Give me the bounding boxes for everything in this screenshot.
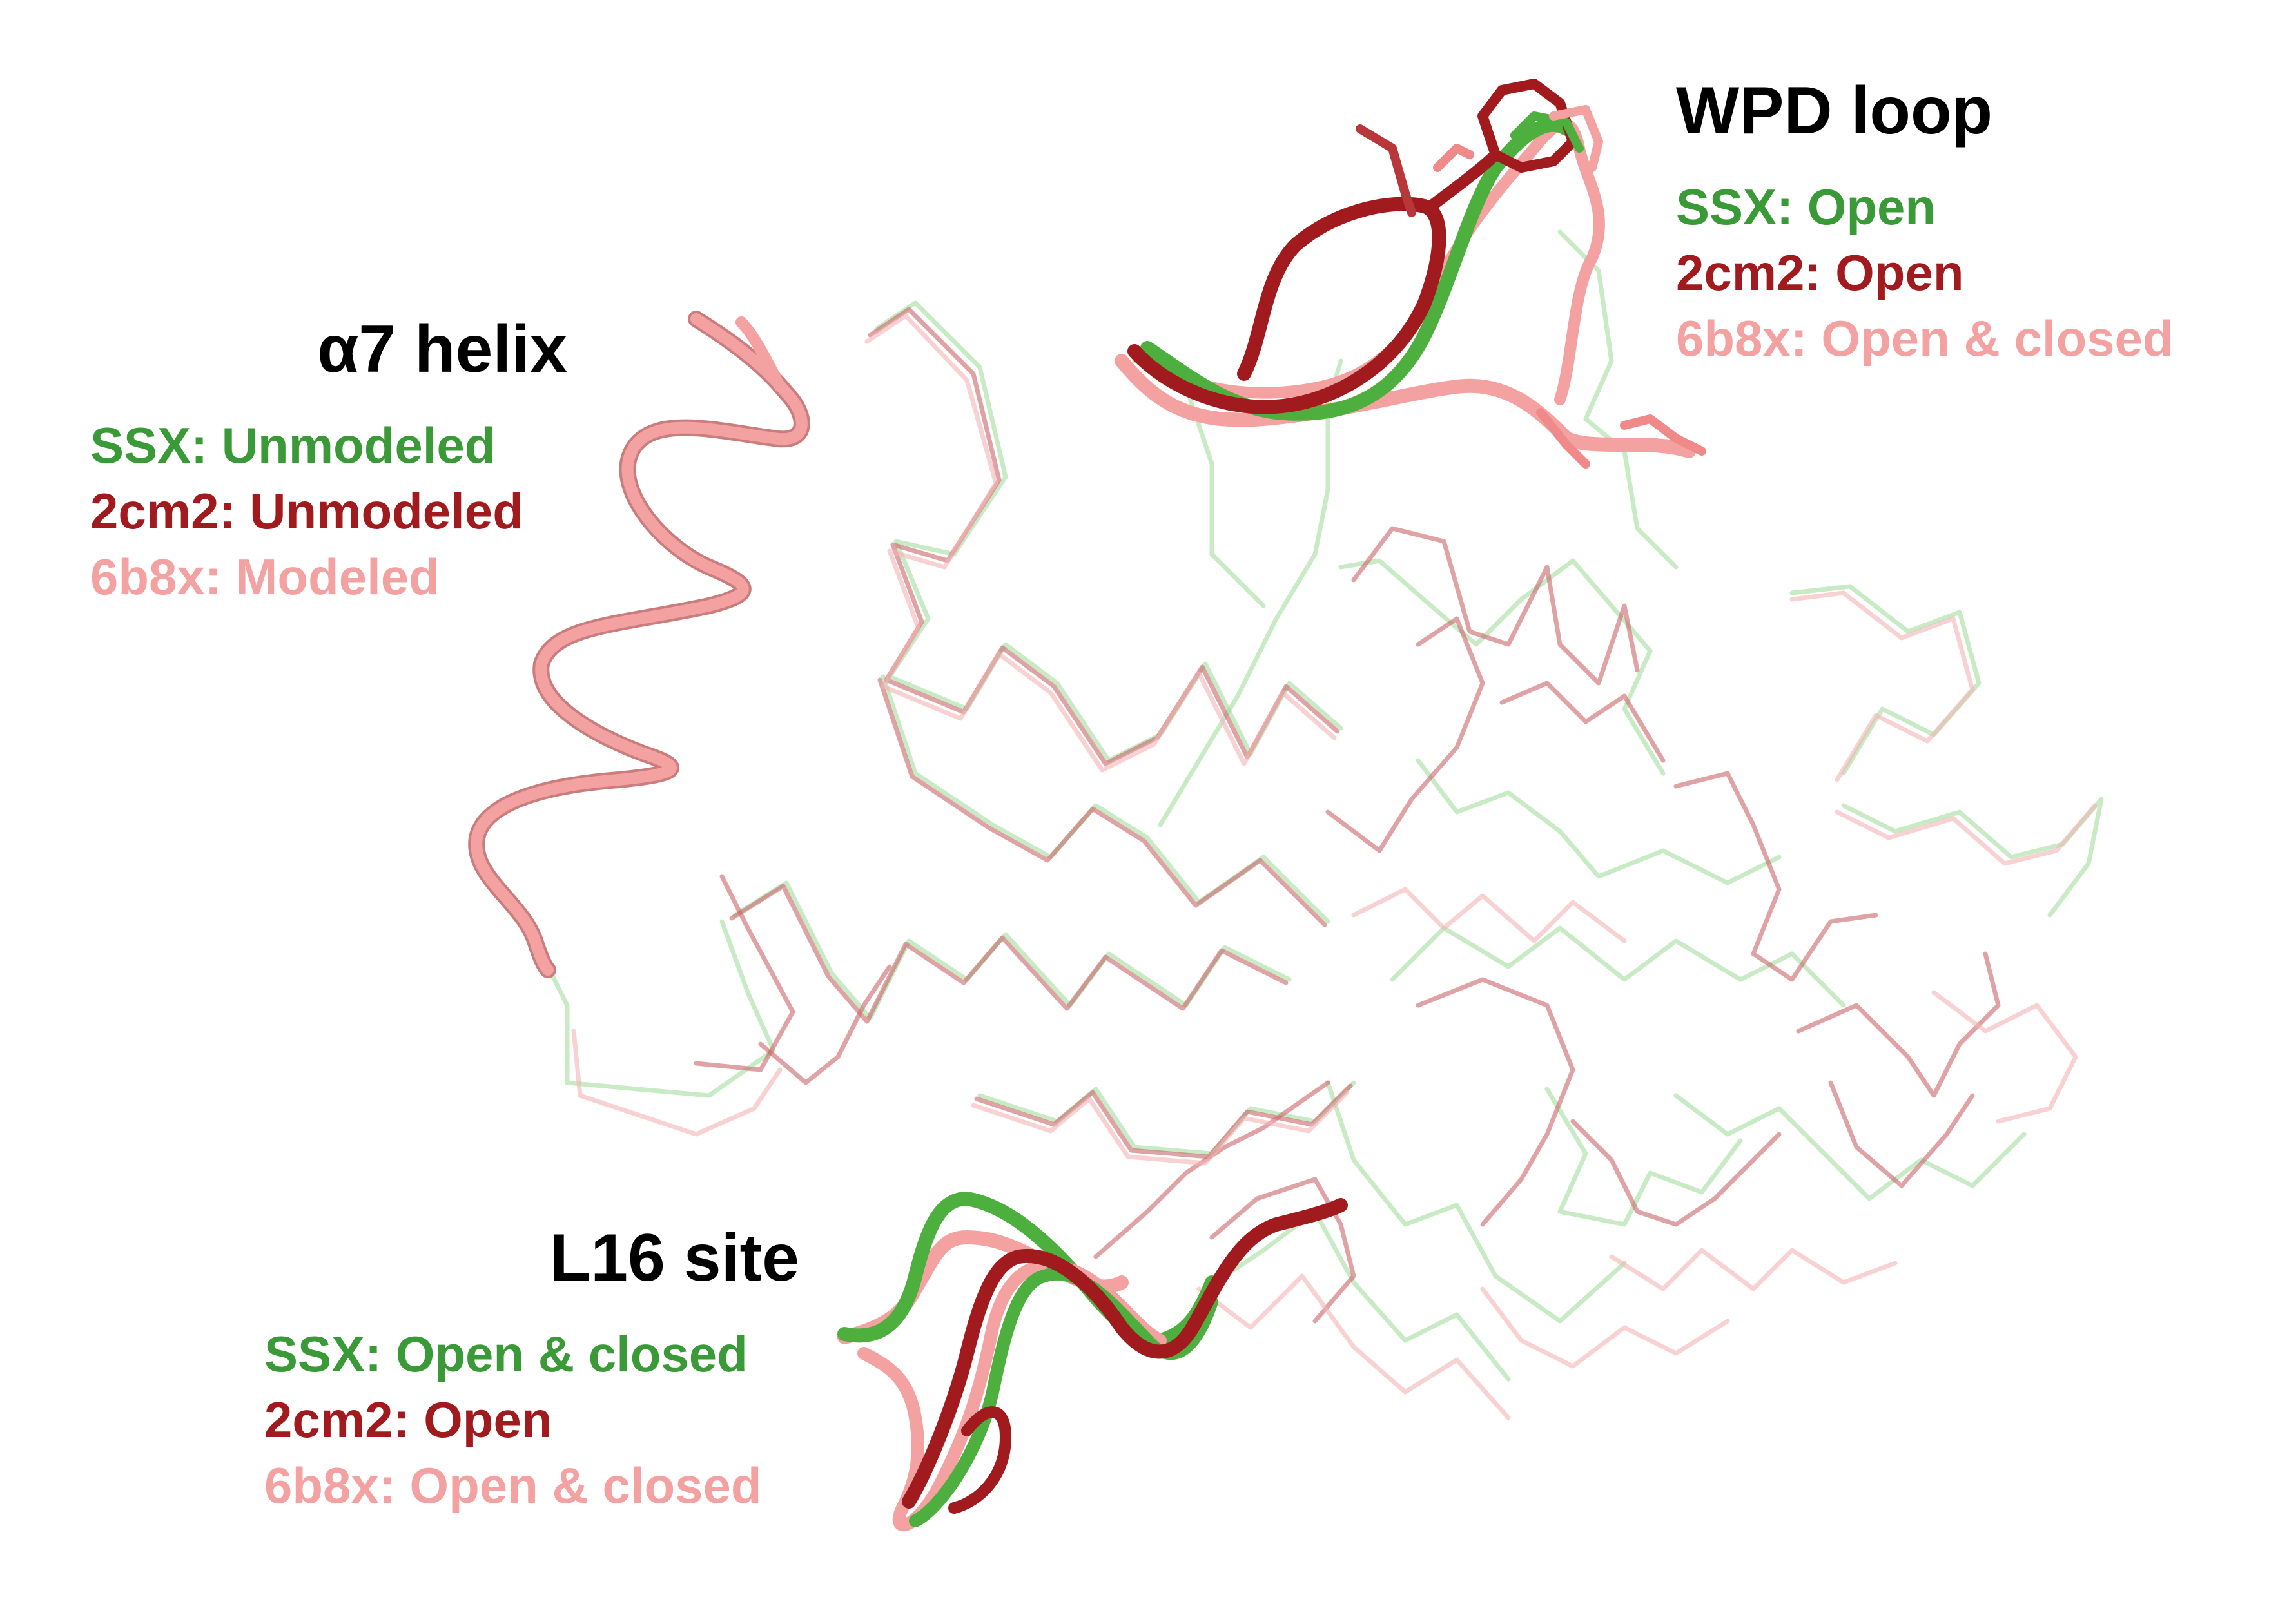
trace-pink (571, 313, 2098, 1420)
trace-dark (694, 307, 2001, 1324)
a7-helix-6b8x-text: 6b8x: Modeled (90, 548, 440, 605)
backbone-trace (545, 229, 2104, 1420)
a7-helix-2cm2-text: 2cm2: Unmodeled (90, 483, 523, 539)
a7-helix-label: α7 helix SSX: Unmodeled 2cm2: Unmodeled … (90, 316, 567, 610)
wpd-loop-6b8x-inner (1148, 118, 1605, 405)
a7-helix-title: α7 helix (317, 312, 567, 387)
wpd-loop-6b8x-text: 6b8x: Open & closed (1676, 310, 2174, 367)
wpd-loop-ssx-text: SSX: Open (1676, 179, 1936, 235)
l16-site-ribbons (837, 1192, 1348, 1532)
l16-site-2cm2-text: 2cm2: Open (264, 1391, 552, 1448)
wpd-loop-title: WPD loop (1676, 73, 1993, 148)
l16-site-title: L16 site (549, 1221, 799, 1295)
wpd-loop-label: WPD loop SSX: Open 2cm2: Open 6b8x: Open… (1676, 77, 2174, 371)
wpd-loop-2cm2 (1127, 197, 1446, 414)
wpd-loop-6b8x (1115, 354, 1696, 458)
wpd-loop-2cm2-text: 2cm2: Open (1676, 244, 1964, 301)
l16-site-ssx-text: SSX: Open & closed (264, 1326, 748, 1382)
a7-helix-ribbon (468, 311, 810, 978)
l16-site-6b8x-text: 6b8x: Open & closed (264, 1457, 762, 1514)
a7-helix-ssx-text: SSX: Unmodeled (90, 417, 496, 474)
l16-site-label: L16 site SSX: Open & closed 2cm2: Open 6… (264, 1224, 799, 1518)
wpd-loop-ribbons (1115, 79, 1706, 469)
l16-2cm2 (902, 1198, 1348, 1509)
